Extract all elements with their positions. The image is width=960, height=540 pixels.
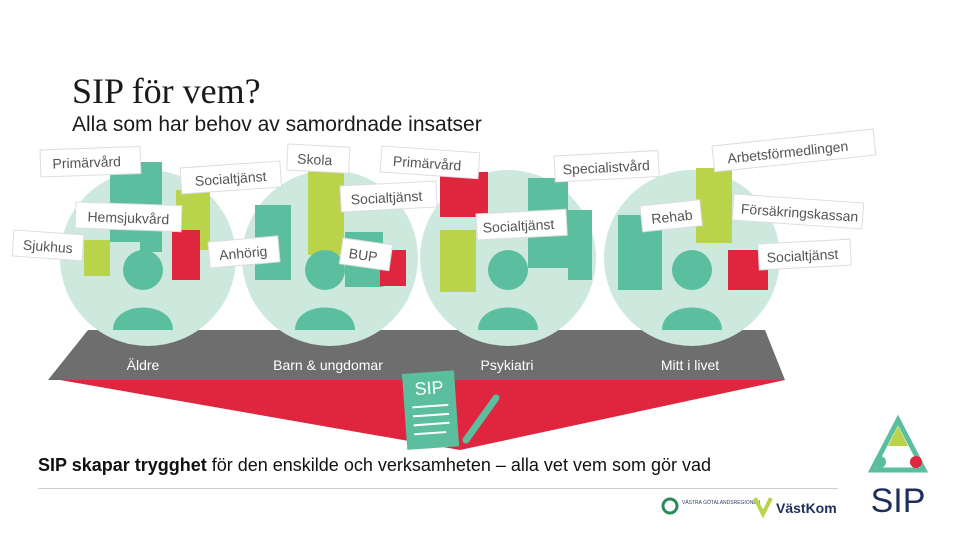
building (172, 230, 200, 280)
tag-socialtjanst-2: Socialtjänst (339, 180, 438, 213)
building (440, 230, 476, 292)
person-mitt (662, 250, 722, 330)
tag-anhorig: Anhörig (207, 235, 281, 269)
tag-primarvard-2: Primärvård (379, 145, 481, 180)
building (568, 210, 592, 280)
svg-text:Sjukhus: Sjukhus (22, 237, 73, 256)
sip-logo: SIP (867, 414, 929, 520)
tag-specialistvard: Specialistvård (553, 150, 660, 183)
tag-primarvard: Primärvård (39, 145, 142, 178)
svg-text:BUP: BUP (348, 245, 379, 265)
tag-bup: BUP (338, 237, 394, 272)
svg-text:Specialistvård: Specialistvård (562, 157, 650, 178)
footer-bold: SIP skapar trygghet (38, 455, 207, 475)
gray-band (48, 330, 785, 380)
building (84, 240, 110, 276)
svg-text:Socialtjänst: Socialtjänst (766, 246, 838, 266)
tag-skola: Skola (286, 143, 351, 174)
tag-socialtjanst-3: Socialtjänst (475, 208, 568, 241)
svg-text:Socialtjänst: Socialtjänst (194, 168, 267, 189)
svg-text:Primärvård: Primärvård (52, 153, 121, 171)
person-psykiatri (478, 250, 538, 330)
footer-rule (38, 488, 838, 489)
tag-socialtjanst: Socialtjänst (179, 160, 283, 195)
svg-text:Rehab: Rehab (651, 207, 694, 227)
svg-text:SIP: SIP (414, 377, 444, 399)
svg-text:Skola: Skola (297, 151, 333, 169)
label-psykiatri: Psykiatri (481, 357, 534, 373)
svg-text:Anhörig: Anhörig (218, 243, 267, 263)
svg-text:VästKom: VästKom (776, 500, 837, 516)
svg-text:Hemsjukvård: Hemsjukvård (87, 208, 169, 227)
svg-text:Primärvård: Primärvård (392, 153, 461, 174)
svg-text:VÄSTRA GÖTALANDSREGIONEN: VÄSTRA GÖTALANDSREGIONEN (682, 499, 761, 506)
footer-rest: för den enskilde och verksamheten – alla… (206, 455, 711, 475)
label-aldre: Äldre (127, 357, 160, 373)
vastkom-logo: VästKom (753, 497, 837, 519)
person-barn (295, 250, 355, 330)
tag-arbetsformedlingen: Arbetsförmedlingen (711, 128, 877, 173)
vgr-logo: VÄSTRA GÖTALANDSREGIONEN (661, 497, 761, 515)
tag-rehab: Rehab (639, 199, 703, 233)
label-mitt: Mitt i livet (661, 357, 719, 373)
slide-subtitle: Alla som har behov av samordnade insatse… (72, 113, 482, 136)
sip-document-icon: SIP (402, 370, 460, 450)
tag-socialtjanst-4: Socialtjänst (757, 238, 852, 271)
tag-sjukhus: Sjukhus (11, 229, 85, 262)
slide-title: SIP för vem? (72, 71, 261, 111)
building (308, 160, 344, 255)
footer-text: SIP skapar trygghet för den enskilde och… (38, 455, 711, 476)
label-barn: Barn & ungdomar (273, 357, 383, 373)
svg-text:SIP: SIP (871, 482, 926, 520)
svg-text:Socialtjänst: Socialtjänst (482, 216, 554, 236)
pen-icon (462, 394, 500, 444)
building (440, 172, 488, 217)
person-aldre (113, 250, 173, 330)
building (696, 168, 732, 243)
tag-hemsjukvard: Hemsjukvård (74, 201, 183, 233)
tag-forsakringskassan: Försäkringskassan (731, 193, 865, 230)
svg-text:Socialtjänst: Socialtjänst (350, 188, 422, 208)
